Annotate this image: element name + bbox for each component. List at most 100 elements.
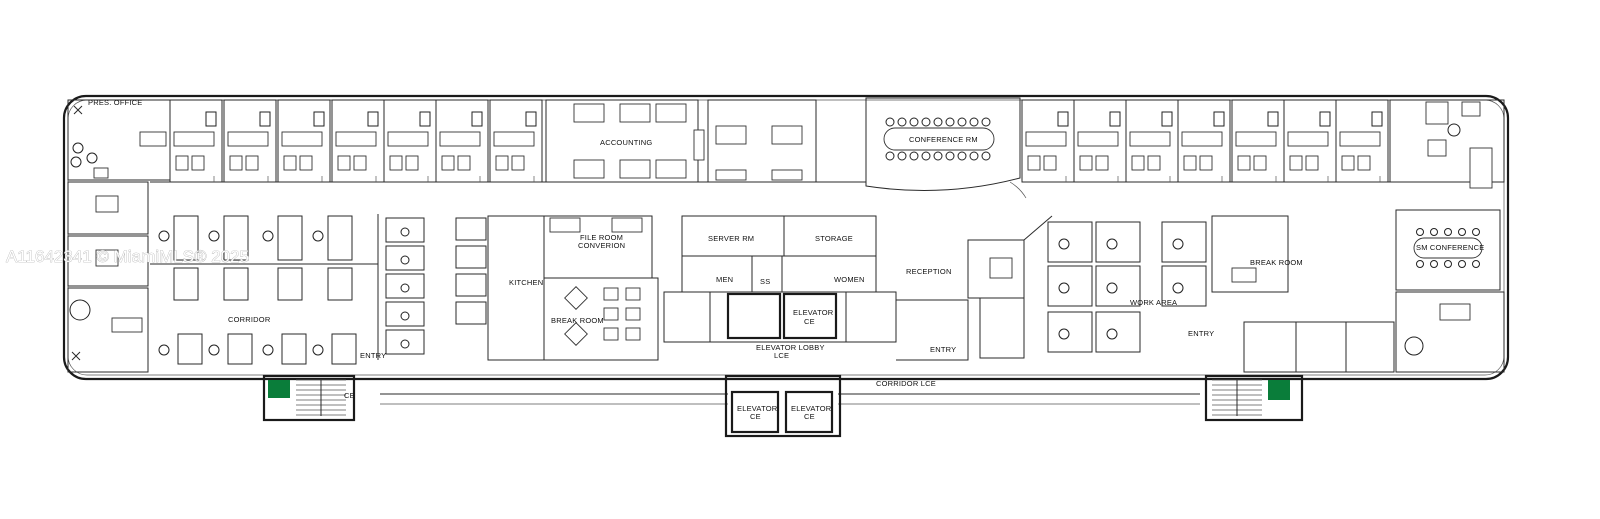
office-chair bbox=[205, 111, 217, 127]
task-chair-icon bbox=[312, 344, 324, 356]
label-elevator-lobby: ELEVATOR LOBBY bbox=[756, 343, 825, 352]
break-table-square bbox=[625, 307, 641, 321]
ws-desk-4 bbox=[771, 169, 803, 181]
office-guest-chair bbox=[405, 155, 419, 171]
left-office-1 bbox=[67, 181, 149, 235]
office-chair bbox=[1371, 111, 1383, 127]
sm-conference-chair bbox=[1472, 228, 1480, 236]
office-desk bbox=[1181, 131, 1223, 147]
task-chair-icon bbox=[1058, 238, 1070, 250]
conference-chair bbox=[885, 117, 895, 127]
lower-right-office bbox=[1395, 291, 1505, 373]
small-office bbox=[435, 99, 489, 183]
pres-chair-2 bbox=[86, 152, 98, 164]
office-guest-chair bbox=[1131, 155, 1145, 171]
file-shelf-2 bbox=[611, 217, 643, 233]
exterior-wall bbox=[62, 94, 1510, 381]
label-lower-elevator-2-ce: CE bbox=[804, 412, 815, 421]
task-chair-icon bbox=[400, 339, 410, 349]
cubicle-column-2 bbox=[455, 217, 487, 241]
elevator-shaft-1 bbox=[726, 292, 782, 340]
break-table-square bbox=[625, 327, 641, 341]
task-chair-icon bbox=[312, 230, 324, 242]
conference-chair bbox=[909, 151, 919, 161]
conference-chair bbox=[897, 151, 907, 161]
label-entry-mid: ENTRY bbox=[930, 345, 956, 354]
sm-conference-chair bbox=[1416, 228, 1424, 236]
restroom-stall-left bbox=[663, 291, 711, 343]
office-desk bbox=[493, 131, 535, 147]
office-chair bbox=[1109, 111, 1121, 127]
corner-chair bbox=[1447, 123, 1461, 137]
task-chair-icon bbox=[1172, 238, 1184, 250]
ws-desk-3 bbox=[715, 169, 747, 181]
acct-cabinet bbox=[693, 129, 705, 161]
office-guest-chair bbox=[1289, 155, 1303, 171]
workstations-room bbox=[707, 99, 817, 183]
office-guest-chair bbox=[175, 155, 189, 171]
break-table-square bbox=[603, 327, 619, 341]
label-entry-right: ENTRY bbox=[1188, 329, 1214, 338]
break-table-square bbox=[625, 287, 641, 301]
lower-corridor bbox=[262, 374, 1304, 438]
cubicle-column bbox=[385, 217, 425, 243]
work-cubicle bbox=[1095, 311, 1141, 353]
small-office bbox=[1177, 99, 1231, 183]
office-guest-chair bbox=[1027, 155, 1041, 171]
conference-room bbox=[865, 97, 1021, 191]
right-desk bbox=[1469, 147, 1493, 189]
sm-conference-chair bbox=[1444, 228, 1452, 236]
office-guest-chair bbox=[1183, 155, 1197, 171]
office-chair bbox=[367, 111, 379, 127]
task-chair-icon bbox=[262, 344, 274, 356]
lower-office-1 bbox=[1243, 321, 1297, 373]
office-chair bbox=[471, 111, 483, 127]
cubicle-column bbox=[385, 273, 425, 299]
office-desk bbox=[1235, 131, 1277, 147]
conference-chair bbox=[909, 117, 919, 127]
sm-conference-chair bbox=[1444, 260, 1452, 268]
conference-chair bbox=[957, 117, 967, 127]
work-cubicle bbox=[1161, 265, 1207, 307]
office-desk bbox=[1339, 131, 1381, 147]
sm-conference-chair bbox=[1472, 260, 1480, 268]
office-guest-chair bbox=[1341, 155, 1355, 171]
reception-side-room bbox=[979, 297, 1025, 359]
office-chair bbox=[1267, 111, 1279, 127]
office-chair bbox=[525, 111, 537, 127]
pres-desk bbox=[139, 131, 167, 147]
conference-chair bbox=[969, 117, 979, 127]
cubicle-bottom bbox=[227, 333, 253, 365]
office-guest-chair bbox=[229, 155, 243, 171]
conference-chair bbox=[981, 151, 991, 161]
label-work-area: WORK AREA bbox=[1130, 298, 1177, 307]
cubicle-bottom bbox=[281, 333, 307, 365]
break-room-right bbox=[1211, 215, 1289, 293]
round-table-left bbox=[69, 299, 91, 321]
conference-chair bbox=[981, 117, 991, 127]
office-desk bbox=[1129, 131, 1171, 147]
office-guest-chair bbox=[495, 155, 509, 171]
lower-office-2 bbox=[1295, 321, 1347, 373]
office-guest-chair bbox=[457, 155, 471, 171]
label-women: WOMEN bbox=[834, 275, 865, 284]
ss-room bbox=[751, 255, 783, 293]
cubicle-bottom bbox=[331, 333, 357, 365]
lower-right-table bbox=[1404, 336, 1424, 356]
label-kitchen: KITCHEN bbox=[509, 278, 543, 287]
label-ce-tag: CE bbox=[344, 391, 355, 400]
left-desk-3 bbox=[111, 317, 143, 333]
cubicle-bottom bbox=[177, 333, 203, 365]
break-table-square bbox=[603, 307, 619, 321]
cubicle-column-2 bbox=[455, 301, 487, 325]
task-chair-icon bbox=[158, 230, 170, 242]
conference-door-swing bbox=[1009, 181, 1027, 199]
cubicle-top bbox=[327, 215, 353, 261]
label-elevator-lobby-lce: LCE bbox=[774, 351, 789, 360]
office-chair bbox=[1161, 111, 1173, 127]
office-chair bbox=[1319, 111, 1331, 127]
office-guest-chair bbox=[1095, 155, 1109, 171]
label-reception: RECEPTION bbox=[906, 267, 952, 276]
sm-conference-chair bbox=[1416, 260, 1424, 268]
